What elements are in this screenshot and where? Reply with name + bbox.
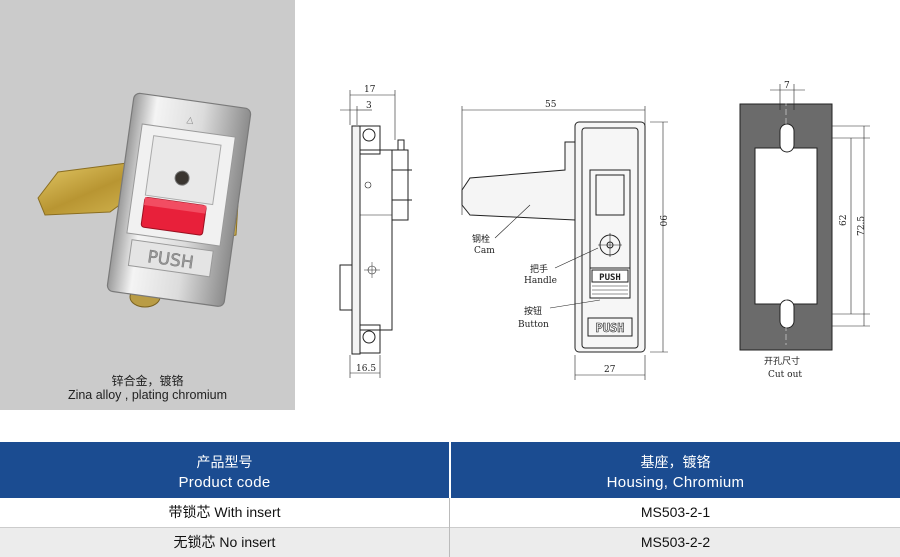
table-row: 无锁芯 No insert MS503-2-2 — [0, 528, 900, 557]
row-variant: 带锁芯 With insert — [168, 504, 281, 520]
housing: PUSH △ — [106, 92, 252, 307]
side-view — [339, 90, 412, 378]
label-handle-en: Handle — [524, 276, 557, 286]
cutout-view — [739, 82, 870, 351]
front-view — [461, 106, 668, 380]
table-row: 带锁芯 With insert MS503-2-1 — [0, 498, 900, 527]
technical-drawing: 17 3 16.5 55 90 27 7 62 72.5 钢栓 Cam 把手 H… — [339, 81, 870, 380]
material-caption-en: Zina alloy , plating chromium — [67, 388, 228, 402]
header-housing-cn: 基座，镀铬 — [640, 454, 711, 470]
dim-inner-height: 62 — [839, 215, 849, 226]
product-photo-panel: PUSH △ 锌合金，镀铬 Zina alloy , plating chrom… — [0, 0, 295, 410]
dim-side-width-bottom: 16.5 — [356, 364, 376, 374]
header-product-code: 产品型号 Product code — [0, 442, 449, 498]
dim-slot-width: 7 — [784, 81, 790, 91]
label-button-en: Button — [518, 320, 549, 330]
dim-front-height: 90 — [657, 215, 667, 227]
row-divider — [0, 527, 900, 528]
label-cutout-en: Cut out — [768, 370, 802, 380]
label-cam-cn: 钢栓 — [472, 233, 490, 245]
dim-front-bottom: 27 — [604, 365, 616, 375]
dim-front-width: 55 — [545, 100, 557, 110]
svg-text:△: △ — [186, 115, 194, 126]
label-cam-en: Cam — [474, 246, 495, 256]
dim-side-width-top: 17 — [364, 85, 376, 95]
dim-side-offset: 3 — [366, 101, 372, 111]
column-divider — [449, 498, 450, 557]
row-code: MS503-2-1 — [640, 504, 711, 520]
material-caption-cn: 锌合金，镀铬 — [111, 374, 184, 388]
header-product-code-en: Product code — [178, 474, 271, 491]
drawing-push-small: PUSH — [599, 273, 621, 283]
product-photo: PUSH △ — [37, 92, 252, 308]
row-variant: 无锁芯 No insert — [173, 534, 276, 550]
drawing-push-large: PUSH — [596, 321, 625, 335]
label-cutout-cn: 开孔尺寸 — [764, 355, 800, 367]
spec-table: 产品型号 Product code 基座，镀铬 Housing, Chromiu… — [0, 442, 900, 557]
row-code: MS503-2-2 — [640, 534, 711, 550]
label-handle-cn: 把手 — [530, 263, 548, 275]
header-housing: 基座，镀铬 Housing, Chromium — [451, 442, 900, 498]
dim-outer-height: 72.5 — [857, 216, 867, 236]
header-product-code-cn: 产品型号 — [196, 454, 253, 470]
label-button-cn: 按钮 — [524, 305, 542, 317]
header-housing-en: Housing, Chromium — [606, 474, 745, 491]
